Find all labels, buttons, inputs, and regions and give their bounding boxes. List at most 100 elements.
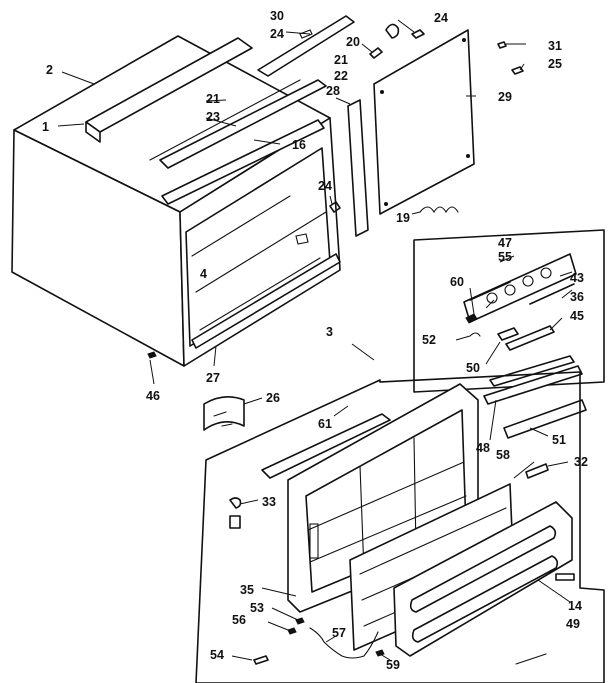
callout-36: 36 — [570, 290, 584, 304]
cabinet-top-seam — [149, 79, 301, 161]
rod-36 — [529, 283, 575, 305]
door-slot-1 — [409, 525, 557, 613]
callout-24b: 24 — [434, 11, 448, 25]
grille-divider-3 — [307, 461, 465, 531]
callout-28: 28 — [326, 84, 340, 98]
cabinet-base-rail — [199, 257, 321, 331]
knob-4 — [540, 267, 552, 279]
callout-60: 60 — [450, 275, 464, 289]
callout-55: 55 — [498, 250, 512, 264]
clip-20 — [385, 23, 400, 39]
callout-52: 52 — [422, 333, 436, 347]
screw-25 — [511, 66, 524, 75]
louver-48b — [489, 355, 575, 387]
bracket-30 — [257, 15, 355, 77]
panel-hole-3 — [384, 202, 388, 206]
rail-23 — [159, 79, 327, 169]
louver-51 — [503, 399, 587, 439]
clip-19 — [419, 206, 459, 214]
callout-29: 29 — [498, 90, 512, 104]
control-box-frame — [413, 229, 605, 393]
callout-14: 14 — [568, 599, 582, 613]
callout-54: 54 — [210, 648, 224, 662]
louver-48 — [483, 365, 583, 405]
callout-61: 61 — [318, 417, 332, 431]
panel-hole-2 — [462, 38, 466, 42]
callout-25: 25 — [548, 57, 562, 71]
grille-divider-4 — [309, 495, 467, 563]
latch-14 — [555, 573, 575, 581]
bracket-26 — [203, 396, 245, 431]
mark-line — [515, 653, 547, 665]
callout-31: 31 — [548, 39, 562, 53]
callout-49: 49 — [566, 617, 580, 631]
clip-59 — [375, 649, 385, 657]
callout-3: 3 — [326, 325, 333, 339]
callout-47: 47 — [498, 236, 512, 250]
callout-27: 27 — [206, 371, 220, 385]
screw-24 — [411, 29, 425, 39]
screw-21 — [369, 47, 383, 59]
callout-24c: 24 — [318, 179, 332, 193]
callout-24a: 24 — [270, 27, 284, 41]
bottom-rail-27 — [191, 253, 341, 349]
spring-52 — [469, 332, 481, 337]
filter-line-1 — [359, 507, 507, 575]
screw-56 — [287, 627, 297, 635]
grille-latch — [309, 523, 319, 559]
top-rail-2-end — [85, 121, 101, 143]
leader-lines — [57, 19, 573, 661]
callout-59: 59 — [386, 658, 400, 672]
knob-1 — [486, 292, 498, 304]
callout-53: 53 — [250, 601, 264, 615]
callout-labels: 1 2 3 4 14 16 19 20 21 21 22 23 24 24 24… — [42, 9, 588, 672]
strip-61 — [261, 413, 391, 479]
callout-19: 19 — [396, 211, 410, 225]
callout-51: 51 — [552, 433, 566, 447]
callout-58: 58 — [496, 448, 510, 462]
callout-26: 26 — [266, 391, 280, 405]
clip-24-top — [299, 29, 313, 39]
screw-53 — [295, 617, 305, 625]
callout-33: 33 — [262, 495, 276, 509]
callout-21b: 21 — [334, 53, 348, 67]
side-strip-22 — [347, 99, 369, 237]
callout-57: 57 — [332, 626, 346, 640]
chain-57 — [309, 627, 379, 659]
rod-32 — [525, 463, 549, 479]
callout-35: 35 — [240, 583, 254, 597]
callout-30: 30 — [270, 9, 284, 23]
callout-22: 22 — [334, 69, 348, 83]
front-assembly-frame — [195, 371, 605, 683]
callout-32: 32 — [574, 455, 588, 469]
panel-29 — [373, 29, 475, 215]
rod-55 — [469, 281, 511, 301]
callout-23: 23 — [206, 110, 220, 124]
callout-43: 43 — [570, 271, 584, 285]
bracket-33 — [229, 497, 242, 529]
screw-31 — [497, 41, 507, 49]
bracket-26-detail — [213, 411, 233, 427]
screw-60 — [465, 313, 478, 324]
knob-2 — [504, 284, 516, 296]
panel-hole-4 — [466, 154, 470, 158]
callout-56: 56 — [232, 613, 246, 627]
callout-45: 45 — [570, 309, 584, 323]
screw-46 — [147, 351, 157, 359]
callout-46: 46 — [146, 389, 160, 403]
callout-1: 1 — [42, 120, 49, 134]
knob-3 — [522, 275, 534, 287]
callout-2: 2 — [46, 63, 53, 77]
control-panel-43 — [463, 253, 577, 323]
screw-54 — [253, 655, 269, 665]
cabinet-inner-line — [195, 211, 327, 293]
callout-4: 4 — [200, 267, 207, 281]
rail-16 — [161, 119, 325, 205]
callout-21a: 21 — [206, 92, 220, 106]
panel-hole-1 — [380, 90, 384, 94]
callout-48: 48 — [476, 441, 490, 455]
callout-20: 20 — [346, 35, 360, 49]
clip-50 — [497, 327, 519, 341]
